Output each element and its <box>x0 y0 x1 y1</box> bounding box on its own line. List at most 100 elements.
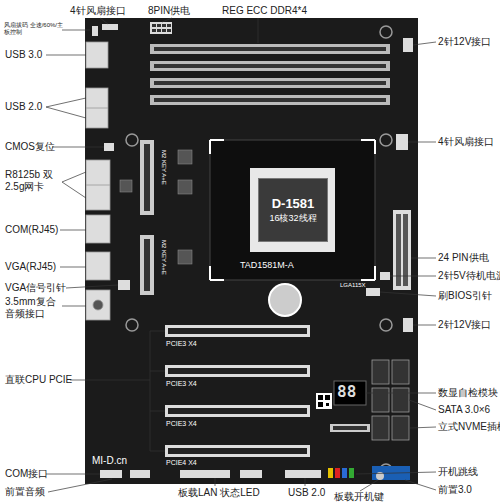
bottom-header <box>342 468 347 478</box>
callout: 24 PIN供电 <box>438 252 489 264</box>
sata-port <box>372 416 389 440</box>
atx-24pin-connector <box>396 214 401 286</box>
board-print: M2 KEY A+E <box>160 150 167 185</box>
callout: USB 2.0 <box>288 487 325 499</box>
sata-port <box>372 388 389 412</box>
cpu-socket-area <box>210 140 375 280</box>
sata-port <box>392 388 409 412</box>
fan-header <box>102 24 118 30</box>
nvme-slot <box>333 426 367 430</box>
leader-line <box>162 18 172 22</box>
pcie-slot <box>165 325 310 337</box>
sata-port <box>372 360 389 384</box>
cmos-jumper <box>104 143 114 151</box>
slot-name: PCIE3 X4 <box>166 340 197 348</box>
bottom-header <box>130 470 150 478</box>
bottom-header <box>180 470 230 478</box>
leader-line <box>411 258 436 259</box>
cmos-battery <box>269 284 301 316</box>
callout: 4针风扇接口 <box>70 5 126 17</box>
pcie-slot <box>165 325 310 457</box>
eps-power-connector <box>162 29 166 32</box>
chip <box>178 250 192 264</box>
cmos-jumper <box>104 143 114 151</box>
callout: REG ECC DDR4*4 <box>222 5 307 17</box>
callout: SATA 3.0×6 <box>438 404 490 416</box>
callout: 板载LAN 状态LED <box>178 487 260 499</box>
sata-port <box>392 416 409 440</box>
eps-power-connector <box>150 22 172 34</box>
callout: 开机跳线 <box>438 466 478 478</box>
m2-slot <box>144 239 150 291</box>
callout: 2针12V接口 <box>438 36 491 48</box>
board-print: LGA115X <box>340 282 366 289</box>
leader-line <box>408 142 436 143</box>
board-print: M2 KEY A+E <box>160 240 167 275</box>
bottom-header <box>100 466 410 480</box>
pcie-slot <box>168 368 307 374</box>
pin-header <box>380 272 390 280</box>
cpu-spec: 16核32线程 <box>269 213 316 225</box>
leader-line <box>70 331 165 451</box>
mounting-hole <box>380 134 392 146</box>
bottom-header <box>335 468 340 478</box>
leader-line <box>46 18 436 492</box>
pcie-slot <box>165 445 310 457</box>
leader-line <box>215 478 216 486</box>
eps-power-connector <box>157 24 161 27</box>
mounting-hole <box>126 134 138 146</box>
digit-readout: 88 <box>337 383 356 401</box>
leader-line <box>46 474 100 475</box>
board <box>85 18 418 484</box>
digit-display <box>334 381 366 405</box>
bottom-header <box>349 468 354 478</box>
slot-name: PCIE3 X4 <box>166 380 197 388</box>
rear-io <box>93 300 103 310</box>
eps-power-connector <box>167 24 171 27</box>
rear-io <box>86 215 110 243</box>
nvme-slot <box>330 424 370 432</box>
leader-line <box>100 18 108 24</box>
callout: 4针风扇接口 <box>438 136 494 148</box>
callout: 前置3.0 <box>438 484 472 496</box>
cpu-model: D-1581 <box>272 196 315 213</box>
qr-code <box>318 402 323 407</box>
callout: 数显自检模块 <box>438 387 498 399</box>
chip <box>120 150 192 264</box>
callout: 8PIN供电 <box>148 5 190 17</box>
dimm-slot <box>150 61 390 71</box>
dimm-slot <box>150 44 390 54</box>
mounting-hole <box>126 319 138 331</box>
callout: COM接口 <box>5 468 48 480</box>
leader-line <box>380 292 436 296</box>
callout: VGA(RJ45) <box>5 261 56 273</box>
leader-line <box>46 55 86 56</box>
callout: 2针5V待机电源 <box>438 270 500 282</box>
leader-line <box>60 267 86 268</box>
m2-slot <box>140 235 154 295</box>
leader-line <box>409 400 436 410</box>
board-print: MI-D.cn <box>92 455 127 467</box>
qr-code <box>316 393 332 409</box>
board-print: TAD1581M-A <box>240 260 294 270</box>
cpu-socket-area <box>210 140 375 280</box>
eps-power-connector <box>157 29 161 32</box>
leader-line <box>413 325 436 326</box>
cpu-socket-area <box>210 140 375 280</box>
leader-line <box>62 306 86 307</box>
callout: 前置音频 <box>5 486 45 498</box>
bottom-header <box>100 470 122 478</box>
dimm-slot <box>154 98 386 102</box>
rear-io <box>86 108 108 109</box>
chip <box>120 180 132 192</box>
dimm-slot <box>150 78 390 88</box>
callout: USB 2.0 <box>5 101 42 113</box>
leader-line <box>405 480 436 490</box>
rear-io <box>86 290 110 320</box>
atx-24pin-connector <box>393 210 411 290</box>
callout: 刷BIOS引针 <box>438 290 492 302</box>
power-12v-connector <box>403 38 413 52</box>
callout: 板载开机键 <box>334 491 384 503</box>
m2-slot <box>140 140 154 295</box>
